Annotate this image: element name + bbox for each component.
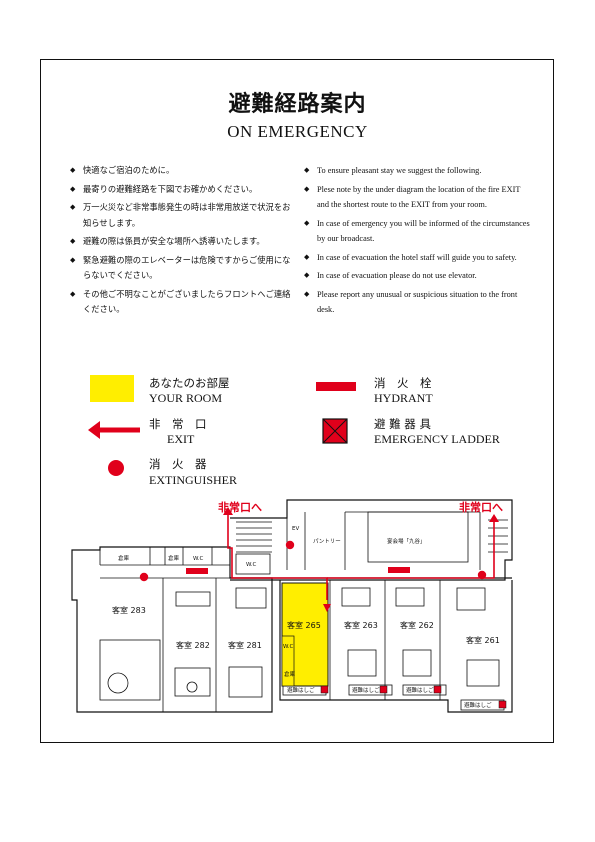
storage-label: 倉庫: [118, 554, 130, 562]
room-265-label: 客室 265: [287, 620, 321, 630]
right-wing-outline: [279, 580, 513, 713]
ladder-label-jp: 避 難 器 具: [374, 417, 431, 431]
sign-frame: [40, 59, 554, 743]
ladder-marker: [433, 685, 442, 694]
notes-english: ◆To ensure pleasant stay we suggest the …: [304, 163, 534, 321]
note-jp: ◆最寄りの避難経路を下図でお確かめください。: [70, 182, 295, 198]
note-en: ◆Please report any unusual or suspicious…: [304, 287, 534, 318]
emergency-ladder-icon: [322, 418, 348, 444]
hydrant-label-jp: 消 火 栓: [374, 376, 432, 390]
diamond-bullet-icon: ◆: [304, 271, 310, 279]
diamond-bullet-icon: ◆: [304, 252, 310, 261]
exit-label-jp: 非 常 口: [149, 417, 207, 431]
room-261-label: 客室 261: [466, 635, 500, 645]
note-jp: ◆避難の際は係員が安全な場所へ誘導いたします。: [70, 234, 295, 250]
note-jp: ◆その他ご不明なことがございましたらフロントへご連絡ください。: [70, 287, 295, 318]
exit-label-en: EXIT: [167, 432, 195, 446]
room-281-label: 客室 281: [228, 640, 262, 650]
note-jp: ◆快適なご宿泊のために。: [70, 163, 295, 179]
note-en: ◆In case of evacuation please do not use…: [304, 268, 534, 284]
storage-label: 倉庫: [168, 554, 180, 562]
exit-arrow-icon: [88, 421, 140, 439]
title-japanese: 避難経路案内: [228, 92, 367, 117]
ladder-label-en: EMERGENCY LADDER: [374, 432, 500, 446]
diamond-bullet-icon: ◆: [70, 166, 76, 174]
left-wing-outline: [71, 546, 273, 713]
diamond-bullet-icon: ◆: [304, 218, 310, 227]
diamond-bullet-icon: ◆: [70, 289, 76, 298]
room-263-label: 客室 263: [344, 620, 378, 630]
title-english: ON EMERGENCY: [227, 122, 368, 141]
note-en: ◆In case of emergency you will be inform…: [304, 216, 534, 247]
diamond-bullet-icon: ◆: [304, 166, 310, 174]
extinguisher-marker: [285, 540, 295, 550]
exit-direction-left: 非常口へ: [218, 500, 262, 514]
diamond-bullet-icon: ◆: [304, 184, 310, 193]
route-arrow-icon: [489, 514, 499, 522]
wc-label: W.C: [193, 556, 204, 562]
extinguisher-marker: [139, 572, 149, 582]
extinguisher-marker: [477, 570, 487, 580]
note-en: ◆Plese note by the under diagram the loc…: [304, 182, 534, 213]
your-room-swatch: [90, 375, 134, 402]
route-arrow-icon: [223, 507, 233, 515]
storage-label: 倉庫: [284, 670, 296, 678]
note-en: ◆In case of evacuation the hotel staff w…: [304, 250, 534, 266]
room-282-label: 客室 282: [176, 640, 210, 650]
ladder-label: 避難はしご: [287, 686, 315, 694]
your-room-label-jp: あなたのお部屋: [149, 376, 230, 390]
wc-label: W.C: [283, 644, 294, 650]
ladder-label: 避難はしご: [406, 686, 434, 694]
banquet-hall-label: 宴会場「九谷」: [387, 537, 426, 545]
ladder-label: 避難はしご: [352, 686, 380, 694]
hydrant-label-en: HYDRANT: [374, 391, 433, 405]
evacuation-route-line: [327, 520, 495, 579]
diamond-bullet-icon: ◆: [70, 237, 76, 245]
diamond-bullet-icon: ◆: [70, 184, 76, 193]
wc-label: W.C: [246, 562, 257, 568]
ladder-label: 避難はしご: [464, 701, 492, 709]
ladder-marker: [379, 685, 388, 694]
route-arrow-icon: [323, 604, 331, 612]
note-jp: ◆緊急避難の際のエレベーターは危険ですからご使用にならないでください。: [70, 253, 295, 284]
room-283-label: 客室 283: [112, 605, 146, 615]
hydrant-swatch: [316, 382, 356, 391]
ladder-marker: [320, 685, 329, 694]
elevator-label: EV: [292, 526, 299, 532]
extinguisher-dot-icon: [108, 460, 124, 476]
pantry-label: パントリー: [313, 538, 341, 545]
middle-upper-outline: [230, 499, 513, 581]
diamond-bullet-icon: ◆: [70, 203, 76, 211]
your-room-label-en: YOUR ROOM: [149, 391, 223, 405]
extinguisher-label-jp: 消 火 器: [149, 457, 207, 471]
diamond-bullet-icon: ◆: [70, 255, 76, 264]
notes-japanese: ◆快適なご宿泊のために。 ◆最寄りの避難経路を下図でお確かめください。 ◆万一火…: [70, 163, 295, 321]
hydrant-marker: [186, 568, 208, 574]
hydrant-marker: [388, 567, 410, 573]
room-262-label: 客室 262: [400, 620, 434, 630]
extinguisher-label-en: EXTINGUISHER: [149, 473, 237, 487]
exit-direction-right: 非常口へ: [459, 500, 503, 514]
note-jp: ◆万一火災など非常事態発生の時は非常用放送で状況をお知らせします。: [70, 200, 295, 231]
ladder-marker: [498, 700, 507, 709]
note-en: ◆To ensure pleasant stay we suggest the …: [304, 163, 534, 179]
diamond-bullet-icon: ◆: [304, 289, 310, 298]
